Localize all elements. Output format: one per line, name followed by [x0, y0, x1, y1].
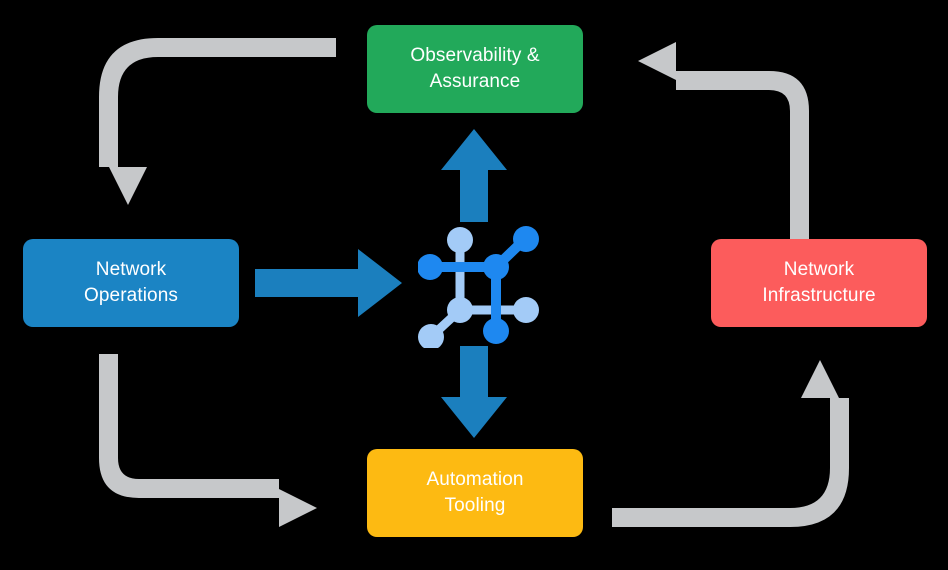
- arrow-infrastructure-to-observability: [638, 42, 809, 248]
- arrow-observability-to-operations: [99, 38, 336, 205]
- hub-node-dark-left: [418, 254, 443, 280]
- node-box-automation-tooling[interactable]: Automation Tooling: [367, 449, 583, 537]
- hub-node-dark-top-right: [513, 226, 539, 252]
- hub-node-dark-center: [483, 254, 509, 280]
- node-label-network-operations: Network Operations: [84, 259, 178, 306]
- node-box-observability[interactable]: Observability & Assurance: [367, 25, 583, 113]
- arrow-hub-to-observability: [441, 129, 507, 222]
- node-label-observability: Observability & Assurance: [410, 45, 540, 92]
- node-label-automation-tooling: Automation Tooling: [426, 469, 524, 516]
- arrow-automation-to-infrastructure: [612, 360, 849, 527]
- network-graph-icon: [418, 226, 539, 348]
- arrow-hub-to-automation: [441, 346, 507, 438]
- arrow-operations-to-automation: [99, 354, 317, 527]
- hub-node-dark-bottom: [483, 318, 509, 344]
- node-box-network-infrastructure[interactable]: Network Infrastructure: [711, 239, 927, 327]
- node-box-network-operations[interactable]: Network Operations: [23, 239, 239, 327]
- hub-node-light-right: [513, 297, 539, 323]
- hub-node-light-bottom-left: [418, 324, 444, 348]
- node-label-network-infrastructure: Network Infrastructure: [762, 259, 876, 306]
- hub-node-light-top: [447, 227, 473, 253]
- arrow-operations-to-hub: [255, 249, 402, 317]
- hub-node-light-center: [447, 297, 473, 323]
